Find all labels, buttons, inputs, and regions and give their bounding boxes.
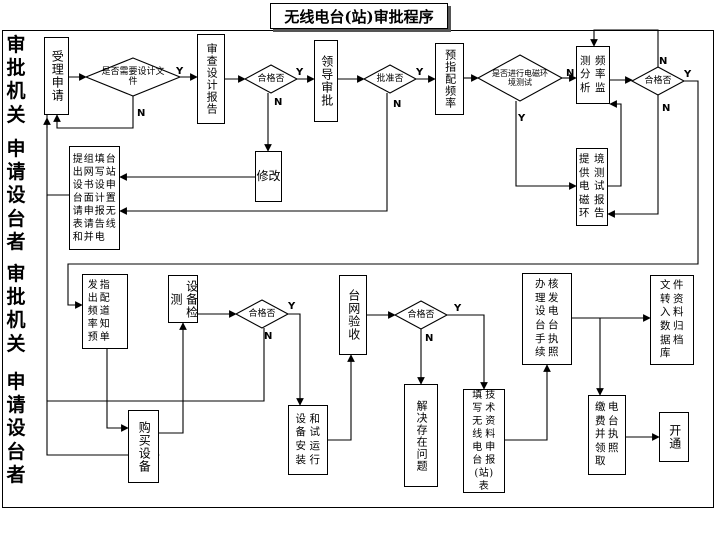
decision-emc-test [476,54,564,102]
label-qualified-4: 合格否 [407,309,435,320]
node-fill-form: 填技写术无资线料电申台报(站)表 [463,389,505,493]
mark-emc-test-no: N [566,68,575,79]
mark-qualified-3-no: N [264,331,273,342]
decision-qualified-1 [243,64,299,94]
mark-qualified-4-no: N [425,333,434,344]
node-site-check: 台网验收 [339,275,367,355]
side-label-authority-2: 审批机关 [6,263,26,355]
node-accept-apply: 受理申请 [44,37,69,115]
side-label-authority-1: 审批机关 [6,34,26,126]
node-submit-report: 提境供测电试磁报环告 [576,148,608,226]
mark-qualified-4-yes: Y [454,303,462,314]
node-modify: 修改 [255,151,282,202]
mark-qualified-2-yes: Y [684,69,692,80]
mark-emc-test-yes: Y [518,113,526,124]
mark-qualified-2-no: N [662,103,671,114]
diagram-title: 无线电台(站)审批程序 [270,3,448,29]
mark-need-design-no: N [137,108,146,119]
node-open: 开通 [659,412,689,462]
mark-approved-yes: Y [416,67,424,78]
mark-qualified-1-yes: Y [296,67,304,78]
side-label-applicant-2: 申请设台者 [6,371,26,486]
node-pre-assign: 预指配频率 [435,43,464,115]
mark-qualified-1-no: N [274,97,283,108]
mark-need-design-yes: Y [176,66,184,77]
label-approved: 批准否 [376,73,404,84]
node-leader-approve: 领导审批 [314,40,338,122]
node-install-test: 设和备试安运装行 [288,405,328,475]
node-equipment-test: 设备检测 [168,275,199,323]
side-label-applicant-1: 申请设台者 [6,138,26,253]
node-submit-docs: 提组填台 出网写站 设书设申 台面计置 请申报无 表请告线 和并电 [69,146,120,250]
node-issue-notice: 发指 出配 频道 率知 预单 [82,274,128,349]
label-qualified-1: 合格否 [257,73,285,84]
decision-approved [362,64,418,94]
node-review-design: 审查设计报告 [197,34,225,124]
node-issue-license: 办核理发设电台台手执续照 [522,273,572,365]
node-solve-issues: 解决存在问题 [404,384,438,487]
node-buy-equipment: 购买设备 [128,410,159,483]
node-freq-analysis: 频测率分监析 [576,46,610,104]
label-need-design: 是否需要设计文件 [101,66,165,87]
mark-qualified-3-yes: Y [288,301,296,312]
label-qualified-3: 合格否 [248,308,276,319]
label-qualified-2: 合格否 [644,75,672,86]
node-pay-fee: 缴电费台并执领照取 [588,395,626,475]
diagram-frame [2,30,714,508]
decision-qualified-3 [234,299,290,329]
mark-qualified-2-no-top: N [659,56,668,67]
mark-approved-no: N [393,99,402,110]
node-archive: 文件转资入料数归据档库 [650,275,694,365]
label-emc-test: 是否进行电磁环境测试 [492,68,548,87]
